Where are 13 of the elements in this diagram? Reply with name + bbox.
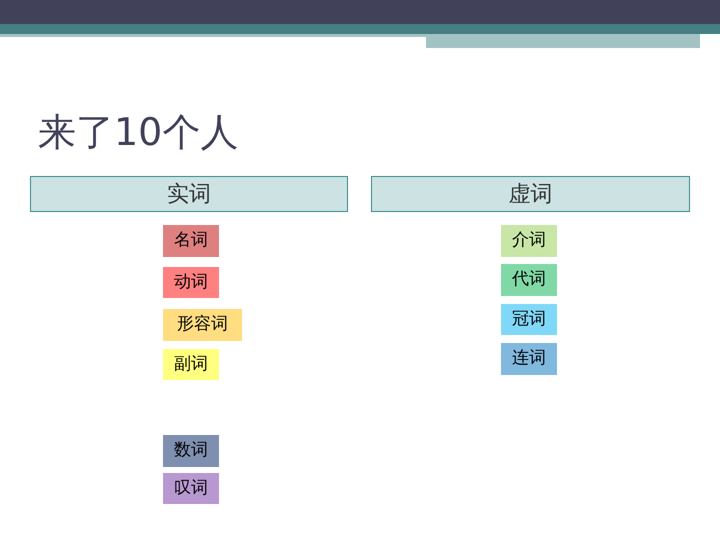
word-tag: 名词 <box>163 225 219 257</box>
word-tag: 动词 <box>163 267 219 298</box>
category-header: 实词 <box>30 176 348 212</box>
word-tag: 代词 <box>501 264 557 296</box>
word-tag: 叹词 <box>163 473 219 504</box>
word-tag: 连词 <box>501 343 557 375</box>
category-header: 虚词 <box>371 176 690 212</box>
word-tag: 介词 <box>501 225 557 257</box>
word-tag: 冠词 <box>501 304 557 335</box>
word-tag: 形容词 <box>163 309 242 341</box>
slide-title: 来了10个人 <box>38 109 238 156</box>
word-tag: 副词 <box>163 349 219 380</box>
word-tag: 数词 <box>163 435 219 467</box>
